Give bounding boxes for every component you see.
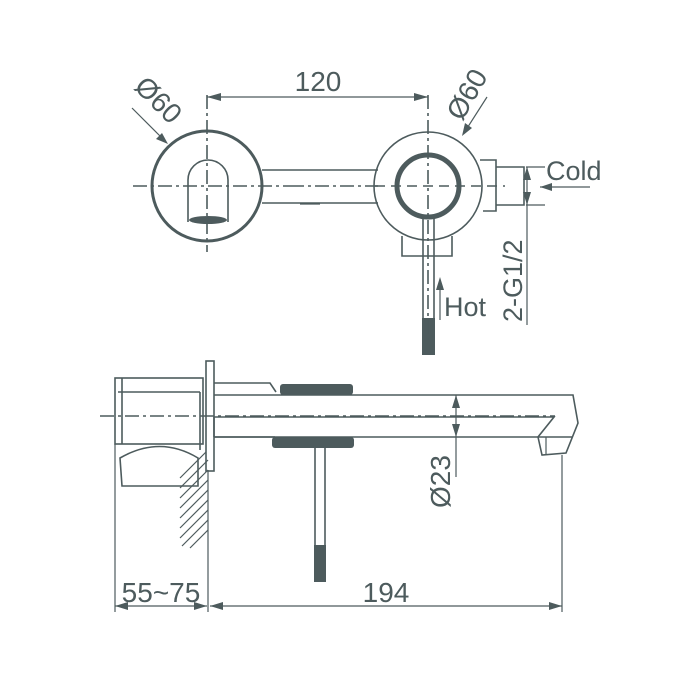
dimension-spout-length: 194 — [210, 577, 562, 610]
dimension-right-diameter: Ø60 — [440, 64, 494, 136]
left-cover-plate — [133, 95, 290, 252]
dimension-left-diameter: Ø60 — [129, 70, 188, 144]
concealed-body — [114, 377, 204, 487]
dimension-wall-depth: 55~75 — [115, 577, 207, 610]
dimension-120: 120 — [207, 66, 428, 101]
connection-label: 2-G1/2 — [498, 239, 528, 322]
dimension-connection: 2-G1/2 — [498, 166, 545, 325]
right-mixer-plate — [373, 95, 525, 355]
dim-spacing-label: 120 — [295, 66, 342, 97]
side-view: Ø23 55~75 194 — [100, 360, 579, 612]
hot-label: Hot — [444, 292, 487, 322]
cold-inlet-label: Cold — [540, 156, 602, 191]
spout-diameter-label: Ø23 — [425, 455, 456, 508]
wall-depth-label: 55~75 — [122, 577, 201, 608]
handle-lever-side — [314, 448, 326, 582]
dimension-spout-diameter: Ø23 — [425, 395, 460, 508]
spout — [213, 382, 579, 456]
dim-left-diameter-label: Ø60 — [129, 70, 188, 129]
spout-length-label: 194 — [363, 577, 410, 608]
wall-hatch — [179, 451, 209, 549]
front-view: 120 Ø60 Ø60 Cold 2-G1/2 — [129, 64, 602, 355]
dim-right-diameter-label: Ø60 — [440, 64, 493, 125]
hot-inlet-label: Hot — [436, 277, 487, 322]
connecting-bar — [262, 169, 378, 205]
cold-label: Cold — [546, 156, 602, 186]
